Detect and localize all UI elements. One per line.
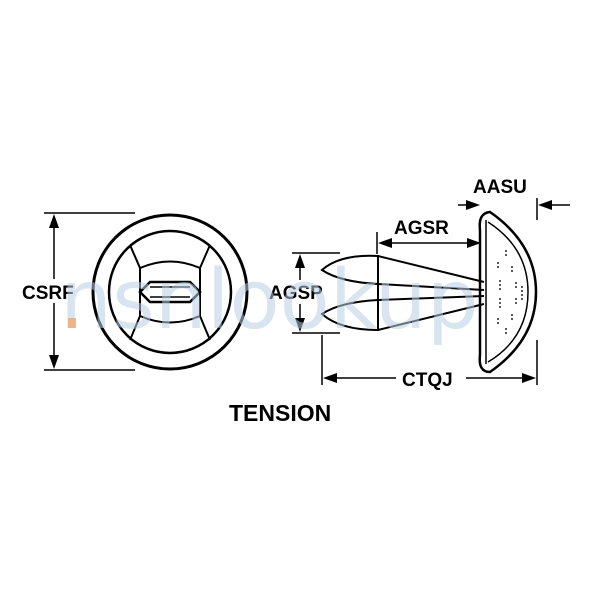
agsp-arrow-top: [295, 254, 305, 268]
watermark-dot: [68, 318, 76, 328]
outer-ring: [91, 213, 249, 371]
center-slot-inner: [138, 280, 202, 304]
dome-hatching: [497, 250, 523, 334]
agsp-arrow-bottom: [295, 318, 305, 332]
csrf-dimension: [18, 212, 135, 371]
agsr-dimension: [376, 232, 481, 254]
aasu-label: AASU: [473, 177, 527, 198]
aasu-dimension: [458, 198, 570, 220]
front-view: [91, 213, 249, 371]
center-slot-lines: [150, 286, 190, 298]
agsr-arrow-left: [378, 238, 392, 248]
inner-ring: [107, 229, 233, 355]
ctqj-dimension: [321, 335, 538, 385]
center-slot-bottom: [139, 315, 201, 324]
csrf-label-bg: [18, 279, 78, 303]
shank-upper: [377, 255, 485, 291]
center-slot-top: [139, 260, 201, 269]
watermark: nsnlookup: [60, 253, 479, 348]
caption-tension: TENSION: [229, 400, 331, 426]
dome-inner: [487, 221, 529, 363]
watermark-text: nsnlookup: [60, 253, 479, 348]
agsr-label: AGSR: [394, 218, 449, 239]
shank-lower: [377, 295, 485, 331]
agsp-dimension: [266, 252, 340, 334]
tip-head-lower: [320, 298, 379, 332]
csrf-arrow-top: [49, 214, 59, 228]
aasu-arrow-right: [538, 200, 552, 210]
agsp-label-bg: [266, 280, 330, 304]
side-view: [320, 210, 538, 374]
dome-head: [478, 210, 538, 374]
tip-head: [320, 254, 379, 286]
agsp-label: AGSP: [269, 283, 323, 304]
csrf-label: CSRF: [22, 283, 74, 304]
agsr-arrow-right: [467, 238, 481, 248]
ctqj-label: CTQJ: [402, 370, 453, 391]
aasu-arrow-left: [466, 200, 480, 210]
ctqj-arrow-left: [323, 373, 337, 383]
csrf-arrow-bottom: [49, 355, 59, 369]
ctqj-arrow-right: [522, 373, 536, 383]
